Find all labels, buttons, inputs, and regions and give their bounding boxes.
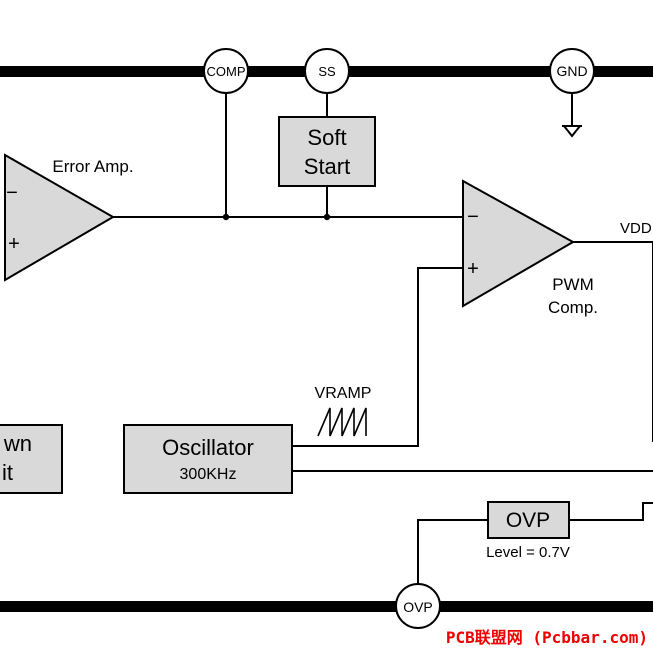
error-amp-plus: + <box>8 233 20 255</box>
left-block-line2: it <box>2 460 13 485</box>
pwm-comparator: − + <box>462 179 576 308</box>
ovp-in-wire <box>417 519 488 585</box>
gnd-pin <box>549 48 595 94</box>
oscillator-label: Oscillator <box>162 435 254 460</box>
oscillator-frequency: 300KHz <box>180 466 237 483</box>
comp-pin-label: COMP <box>207 64 246 79</box>
junction-dot <box>323 213 331 221</box>
error-amp: − + <box>4 153 115 282</box>
comp-pin <box>203 48 249 94</box>
ovp-level-label: Level = 0.7V <box>486 544 570 561</box>
left-block-line1: wn <box>3 431 32 456</box>
ovp-pin <box>395 583 441 629</box>
ovp-pin-label: OVP <box>403 599 433 615</box>
vramp-wire <box>292 267 463 447</box>
pwm-comp-plus: + <box>467 258 479 280</box>
vramp-label: VRAMP <box>315 385 372 402</box>
ss-pin-label: SS <box>318 64 336 79</box>
oscillator-block <box>123 424 293 494</box>
soft-start-line2: Start <box>304 154 350 179</box>
ovp-block <box>487 501 570 539</box>
wires <box>113 93 653 585</box>
ss-pin <box>304 48 350 94</box>
soft-start-line1: Soft <box>307 125 346 150</box>
watermark: PCB联盟网 (Pcbbar.com) <box>446 628 648 647</box>
ground-icon <box>562 125 582 138</box>
sawtooth-icon <box>317 407 367 437</box>
bottom-rail <box>0 601 653 612</box>
vdd-label: VDD <box>620 220 652 237</box>
pwm-comp-minus: − <box>467 206 479 228</box>
soft-start-block <box>278 116 376 187</box>
ovp-out-wire <box>569 502 653 521</box>
pwm-comp-label-line1: PWM <box>552 275 594 294</box>
gnd-pin-label: GND <box>556 63 587 79</box>
error-amp-label: Error Amp. <box>52 157 133 176</box>
error-amp-minus: − <box>6 182 18 204</box>
ovp-block-label: OVP <box>506 509 550 532</box>
pwm-comp-label-line2: Comp. <box>548 298 598 317</box>
left-block <box>0 424 63 494</box>
junction-dot <box>222 213 230 221</box>
